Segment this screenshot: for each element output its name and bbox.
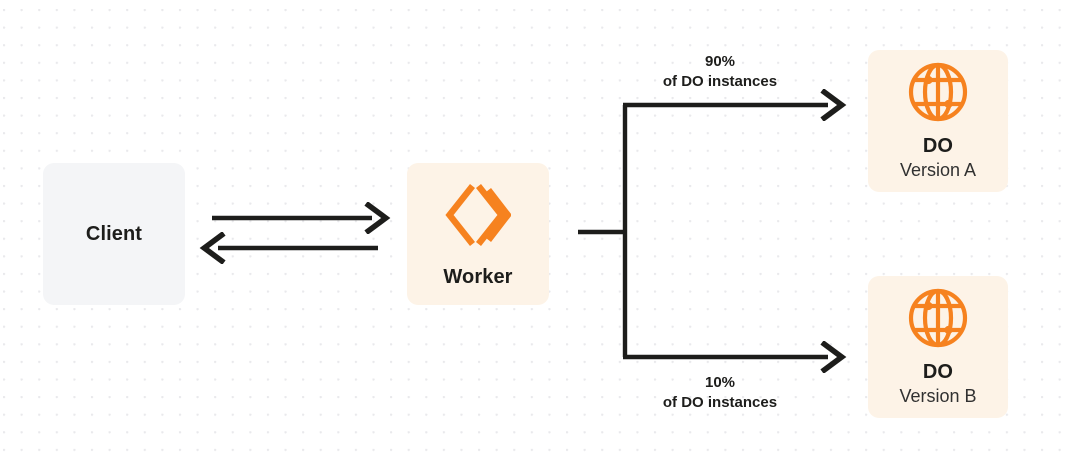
node-do-a-title: DO bbox=[922, 134, 954, 157]
node-worker-title: Worker bbox=[443, 265, 513, 288]
edge-label-do-a-caption: of DO instances bbox=[662, 73, 778, 91]
node-do-a-subtitle: Version A bbox=[899, 159, 977, 180]
branch-bus bbox=[578, 105, 628, 357]
edge-label-do-a-percent: 90% bbox=[704, 53, 736, 70]
node-worker: Worker bbox=[407, 163, 549, 305]
globe-icon bbox=[907, 287, 969, 349]
globe-icon bbox=[907, 61, 969, 123]
node-do-version-a: DO Version A bbox=[868, 50, 1008, 192]
node-do-b-title: DO bbox=[922, 360, 954, 383]
node-do-version-b: DO Version B bbox=[868, 276, 1008, 418]
node-do-b-subtitle: Version B bbox=[899, 385, 977, 406]
edge-label-do-a: 90% of DO instances bbox=[606, 52, 834, 93]
cloudflare-workers-icon bbox=[445, 180, 512, 250]
node-client: Client bbox=[43, 163, 185, 305]
node-client-title: Client bbox=[85, 222, 143, 245]
edge-label-do-b-caption: of DO instances bbox=[662, 394, 778, 412]
edge-label-do-b-percent: 10% bbox=[704, 374, 736, 391]
edge-label-do-b: 10% of DO instances bbox=[606, 373, 834, 414]
